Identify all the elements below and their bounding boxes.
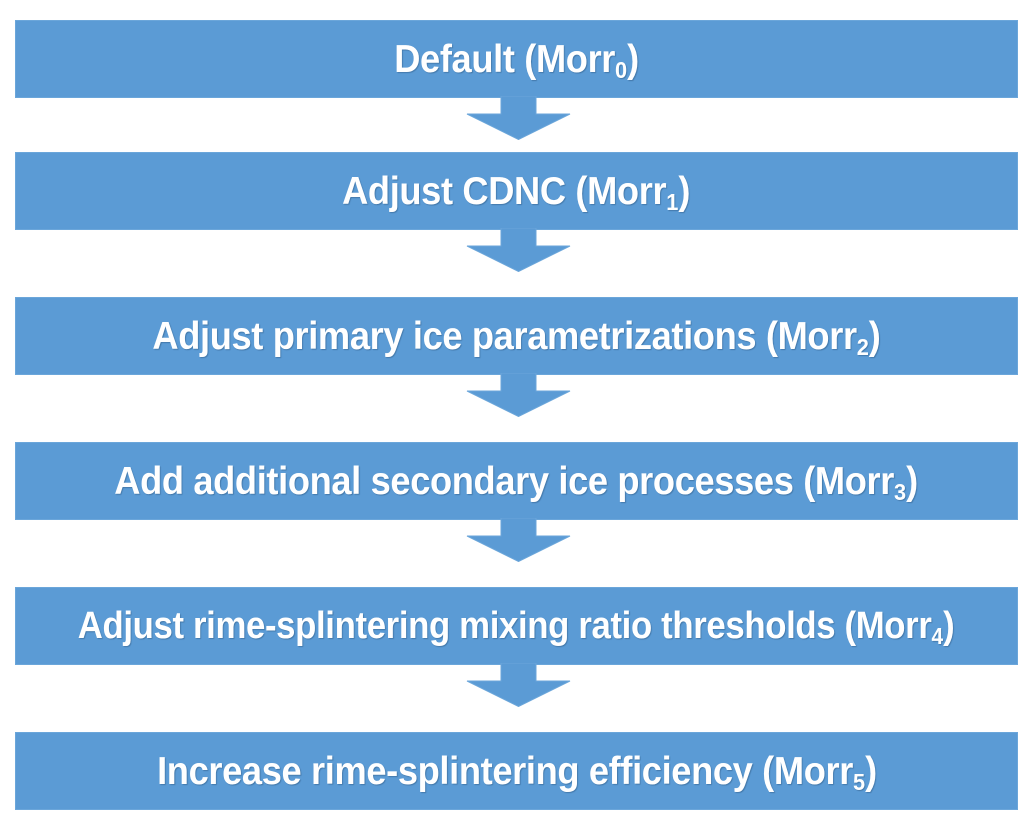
flowchart-arrow-2 bbox=[466, 373, 571, 417]
flowchart-step-2-label: Adjust primary ice parametrizations (Mor… bbox=[152, 314, 881, 359]
flowchart-step-3-label-subscript: 3 bbox=[894, 478, 907, 505]
flowchart-step-1[interactable]: Adjust CDNC (Morr1) bbox=[15, 152, 1018, 230]
flowchart-step-3[interactable]: Add additional secondary ice processes (… bbox=[15, 442, 1018, 520]
flowchart-step-0-label: Default (Morr0) bbox=[394, 37, 639, 82]
flowchart-step-5-label-suffix: ) bbox=[864, 749, 877, 793]
flowchart-step-4-label-suffix: ) bbox=[943, 605, 956, 647]
flowchart-step-1-label-subscript: 1 bbox=[666, 188, 679, 215]
flowchart-step-5-label-subscript: 5 bbox=[852, 768, 865, 795]
flowchart-arrow-4 bbox=[466, 663, 571, 707]
flowchart-step-3-label: Add additional secondary ice processes (… bbox=[114, 459, 919, 504]
flowchart-step-4-label: Adjust rime-splintering mixing ratio thr… bbox=[78, 605, 956, 647]
flowchart-step-5-label-prefix: Increase rime-splintering efficiency (Mo… bbox=[156, 749, 853, 793]
flowchart-step-0[interactable]: Default (Morr0) bbox=[15, 20, 1018, 98]
flowchart-arrow-1 bbox=[466, 228, 571, 272]
flowchart-step-1-label-prefix: Adjust CDNC (Morr bbox=[342, 169, 667, 213]
flowchart-step-5-label: Increase rime-splintering efficiency (Mo… bbox=[156, 749, 877, 794]
flowchart-step-5[interactable]: Increase rime-splintering efficiency (Mo… bbox=[15, 732, 1018, 810]
flowchart-step-2[interactable]: Adjust primary ice parametrizations (Mor… bbox=[15, 297, 1018, 375]
flowchart-arrow-0 bbox=[466, 96, 571, 140]
arrow-down-icon bbox=[466, 96, 571, 140]
flowchart-step-3-label-suffix: ) bbox=[906, 459, 919, 503]
arrow-down-icon bbox=[466, 373, 571, 417]
flowchart-step-2-label-prefix: Adjust primary ice parametrizations (Mor… bbox=[152, 314, 857, 358]
arrow-down-icon bbox=[466, 228, 571, 272]
flowchart-step-0-label-suffix: ) bbox=[627, 37, 639, 81]
flowchart-step-4-label-prefix: Adjust rime-splintering mixing ratio thr… bbox=[78, 605, 932, 647]
flowchart-arrow-3 bbox=[466, 518, 571, 562]
flowchart-step-0-label-prefix: Default (Morr bbox=[394, 37, 616, 81]
flowchart-step-4[interactable]: Adjust rime-splintering mixing ratio thr… bbox=[15, 587, 1018, 665]
flowchart-step-0-label-subscript: 0 bbox=[615, 56, 628, 83]
flowchart-step-1-label-suffix: ) bbox=[678, 169, 691, 213]
arrow-down-icon bbox=[466, 518, 571, 562]
flowchart-step-2-label-subscript: 2 bbox=[856, 333, 869, 360]
flowchart-step-1-label: Adjust CDNC (Morr1) bbox=[342, 169, 691, 214]
arrow-down-icon bbox=[466, 663, 571, 707]
flowchart-step-3-label-prefix: Add additional secondary ice processes (… bbox=[114, 459, 895, 503]
flowchart-step-2-label-suffix: ) bbox=[868, 314, 881, 358]
flowchart-step-4-label-subscript: 4 bbox=[931, 622, 944, 649]
